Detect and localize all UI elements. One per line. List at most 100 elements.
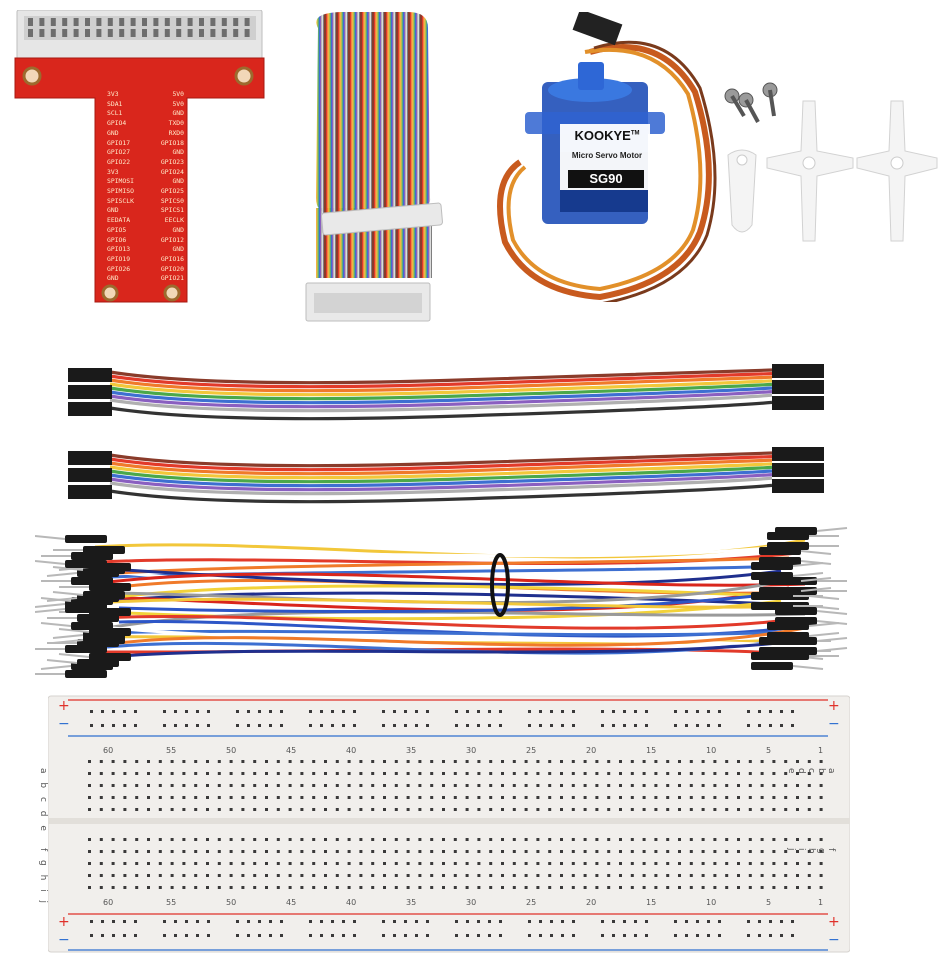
breadboard-hole xyxy=(99,760,103,763)
breadboard-hole xyxy=(371,874,375,877)
column-number: 35 xyxy=(406,746,417,755)
breadboard-hole xyxy=(696,920,699,923)
breadboard-hole xyxy=(430,784,434,787)
jumper-wire xyxy=(100,572,806,587)
breadboard-hole xyxy=(347,772,351,775)
breadboard-hole xyxy=(206,784,209,787)
column-number: 10 xyxy=(706,746,717,755)
jumper-wire xyxy=(109,473,773,492)
breadboard-hole xyxy=(466,724,469,727)
breadboard-hole xyxy=(101,920,104,923)
breadboard-hole xyxy=(442,760,445,763)
breadboard-hole xyxy=(607,784,611,787)
breadboard-hole xyxy=(465,838,469,841)
breadboard-hole xyxy=(276,808,280,811)
breadboard-hole xyxy=(796,772,799,775)
breadboard-hole xyxy=(512,808,516,811)
jumper-wire xyxy=(109,390,773,409)
breadboard-hole xyxy=(347,760,351,763)
header-pin xyxy=(176,18,182,26)
breadboard-hole xyxy=(607,808,611,811)
breadboard-hole xyxy=(170,862,174,865)
breadboard-hole xyxy=(718,710,721,713)
breadboard-hole xyxy=(353,920,356,923)
breadboard-hole xyxy=(442,886,445,889)
header-pin xyxy=(153,29,159,37)
breadboard-hole xyxy=(689,796,693,799)
breadboard-hole xyxy=(265,886,268,889)
breadboard-hole xyxy=(619,886,622,889)
breadboard-hole xyxy=(394,862,398,865)
header-pin xyxy=(28,18,33,26)
breadboard-hole xyxy=(253,886,257,889)
breadboard-hole xyxy=(760,784,764,787)
breadboard-hole xyxy=(320,920,323,923)
pin-label: EECLK xyxy=(164,216,184,225)
breadboard-hole xyxy=(524,886,528,889)
breadboard-hole xyxy=(88,886,91,889)
breadboard-hole xyxy=(99,838,103,841)
breadboard-hole xyxy=(418,874,422,877)
breadboard-hole xyxy=(760,772,764,775)
breadboard-hole xyxy=(654,784,658,787)
breadboard-hole xyxy=(236,934,239,937)
breadboard-hole xyxy=(560,760,563,763)
breadboard-hole xyxy=(236,920,239,923)
breadboard-hole xyxy=(725,808,729,811)
header-pin xyxy=(119,18,125,26)
breadboard-hole xyxy=(465,784,469,787)
breadboard-hole xyxy=(196,920,199,923)
breadboard-hole xyxy=(666,808,670,811)
breadboard-hole xyxy=(229,808,233,811)
breadboard-hole xyxy=(634,934,637,937)
breadboard-hole xyxy=(331,724,334,727)
pin-label: GPIO21 xyxy=(160,274,184,283)
header-pin xyxy=(85,18,90,26)
jumper-connector xyxy=(775,607,817,615)
breadboard-hole xyxy=(300,850,304,853)
breadboard-hole xyxy=(623,724,626,727)
breadboard-hole xyxy=(512,886,516,889)
jumper-pin xyxy=(792,665,824,670)
jumper-wire xyxy=(109,476,773,496)
jumper-pin xyxy=(800,560,832,565)
breadboard-hole xyxy=(418,808,422,811)
breadboard-hole xyxy=(288,784,292,787)
breadboard-hole xyxy=(135,760,139,763)
breadboard-hole xyxy=(674,710,677,713)
pin-label: GND xyxy=(172,225,184,234)
breadboard-hole xyxy=(466,920,469,923)
breadboard-hole xyxy=(404,710,407,713)
servo-motor: KOOKYETM Micro Servo Motor SG90 xyxy=(490,12,720,302)
pin-label: SPICS0 xyxy=(160,196,184,205)
breadboard-hole xyxy=(147,862,150,865)
breadboard-hole xyxy=(512,772,516,775)
header-pin xyxy=(244,29,250,37)
breadboard-hole xyxy=(725,874,729,877)
pin-label: GND xyxy=(172,177,184,186)
breadboard-hole xyxy=(335,784,339,787)
breadboard-hole xyxy=(112,934,115,937)
breadboard-hole xyxy=(713,838,717,841)
breadboard-hole xyxy=(174,934,177,937)
breadboard-hole xyxy=(185,934,188,937)
jumper-wire-bundle-2 xyxy=(60,443,835,513)
breadboard-hole xyxy=(170,886,174,889)
breadboard-hole xyxy=(371,850,375,853)
breadboard-hole xyxy=(748,796,752,799)
breadboard-hole xyxy=(335,862,339,865)
jumper-wire xyxy=(118,626,806,647)
breadboard-hole xyxy=(88,838,91,841)
breadboard-hole xyxy=(807,772,811,775)
breadboard-hole xyxy=(477,710,480,713)
breadboard-hole xyxy=(501,886,504,889)
breadboard-hole xyxy=(572,934,575,937)
breadboard-hole xyxy=(265,850,268,853)
breadboard-hole xyxy=(571,886,575,889)
breadboard-hole xyxy=(725,760,729,763)
breadboard-hole xyxy=(707,920,710,923)
breadboard-hole xyxy=(689,862,693,865)
breadboard-hole xyxy=(147,808,150,811)
breadboard-hole xyxy=(382,710,385,713)
breadboard-hole xyxy=(324,772,327,775)
